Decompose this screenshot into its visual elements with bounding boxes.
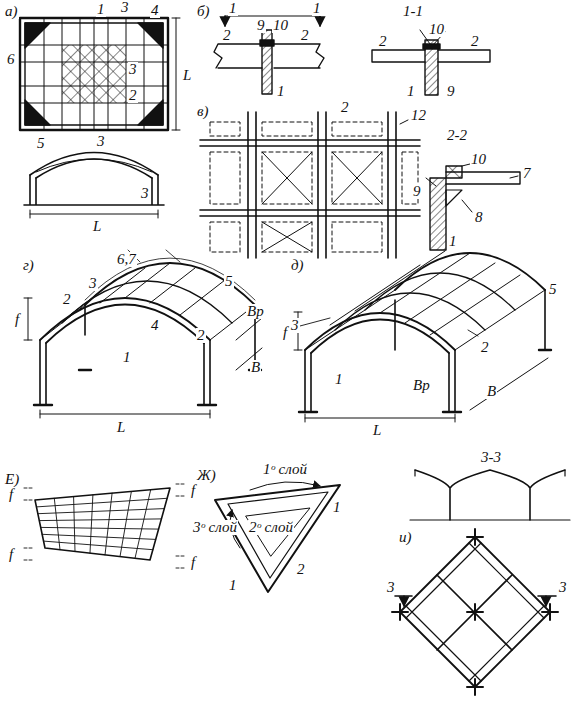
label-text: Вр <box>412 378 431 393</box>
callout-number: 1 <box>334 372 344 387</box>
callout-number: 3 <box>96 134 106 149</box>
callout-number: 1 <box>332 500 342 515</box>
callout-number: 5 <box>36 136 46 151</box>
callout-number: 2 <box>340 100 350 115</box>
label-text: 1-1 <box>402 4 424 19</box>
label-text: L <box>116 420 126 435</box>
label-text: 6,7 <box>116 252 137 267</box>
callout-number: 3 <box>386 580 396 595</box>
callout-number: 3 <box>290 318 300 333</box>
callout-number: 5 <box>548 282 558 297</box>
callout-number: 3 <box>120 0 130 15</box>
label-text: L <box>372 423 382 438</box>
label-text: б) <box>196 4 211 19</box>
label-text: f <box>282 325 288 340</box>
callout-number: 1 <box>122 350 132 365</box>
label-text: f <box>8 487 14 502</box>
callout-number: 9 <box>446 84 456 99</box>
label-text: а) <box>4 4 19 19</box>
label-text: 3-3 <box>480 450 502 465</box>
callout-number: 1 <box>96 2 106 17</box>
callout-number: 1 <box>228 1 238 16</box>
callout-number: 4 <box>150 3 160 18</box>
callout-number: 10 <box>428 22 445 37</box>
label-text: f <box>190 483 196 498</box>
label-text: 2ᵒ слой <box>248 520 294 535</box>
label-text: в) <box>196 104 210 119</box>
callout-number: 2 <box>300 28 310 43</box>
callout-number: 9 <box>256 18 266 33</box>
callout-number: 9 <box>412 184 422 199</box>
label-text: Вр <box>246 304 265 319</box>
label-text: L <box>92 219 102 234</box>
label-text: В <box>486 384 497 399</box>
callout-number: 2 <box>62 292 72 307</box>
callout-number: 3 <box>558 580 568 595</box>
callout-number: 2 <box>378 34 388 49</box>
label-text: f <box>14 312 20 327</box>
label-text: 2-2 <box>446 128 468 143</box>
label-text: Е) <box>4 472 20 487</box>
callout-number: 2 <box>480 340 490 355</box>
label-text: и) <box>398 530 413 545</box>
label-text: 3ᵒ слой <box>192 520 238 535</box>
label-text: f <box>8 547 14 562</box>
callout-number: 4 <box>150 318 160 333</box>
callout-number: 5 <box>224 274 234 289</box>
label-text: f <box>190 555 196 570</box>
callout-number: 6 <box>6 52 16 67</box>
callout-number: 12 <box>410 108 427 123</box>
label-text: д) <box>290 258 305 273</box>
label-text: L <box>182 68 192 83</box>
callout-number: 1 <box>312 1 322 16</box>
callout-number: 2 <box>296 562 306 577</box>
callout-number: 3 <box>88 276 98 291</box>
callout-number: 3 <box>128 62 138 77</box>
label-text: В <box>250 360 261 375</box>
label-text: г) <box>22 258 35 273</box>
callout-number: 2 <box>128 88 138 103</box>
callout-number: 2 <box>222 28 232 43</box>
callout-number: 1 <box>276 84 286 99</box>
callout-number: 8 <box>474 210 484 225</box>
label-text: Ж) <box>196 468 217 483</box>
callout-number: 2 <box>470 34 480 49</box>
callout-number: 7 <box>522 166 532 181</box>
callout-number: 1 <box>406 84 416 99</box>
callout-number: 1 <box>448 234 458 249</box>
callout-number: 10 <box>272 18 289 33</box>
callout-number: 3 <box>140 186 150 201</box>
label-text: 1ᵒ слой <box>262 462 308 477</box>
callout-number: 10 <box>470 152 487 167</box>
callout-number: 2 <box>196 328 206 343</box>
callout-number: 1 <box>228 578 238 593</box>
